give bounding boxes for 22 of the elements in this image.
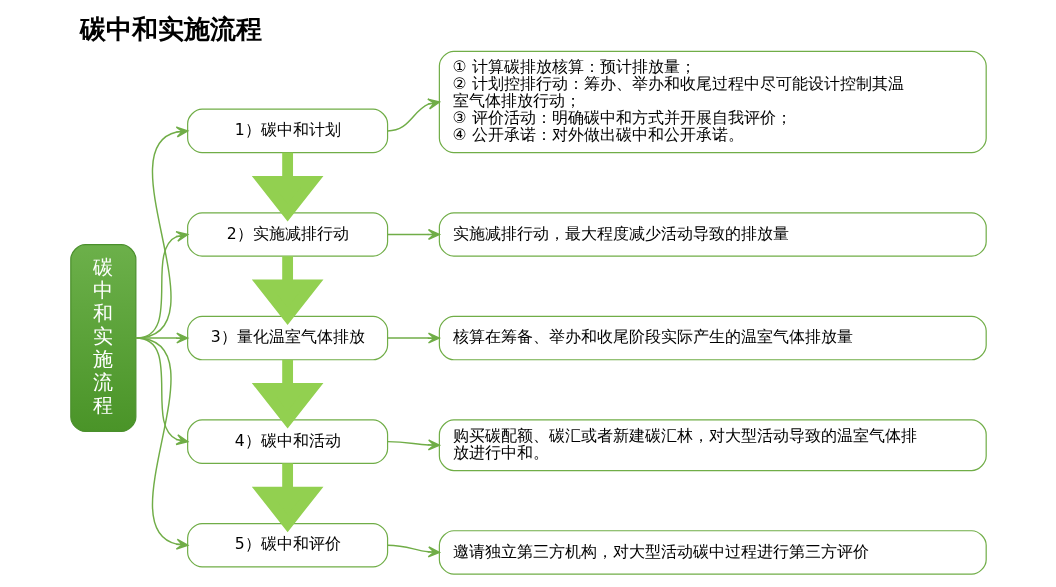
node-box: 3）量化温室气体排放: [186, 315, 388, 361]
arrow: [386, 332, 440, 344]
node-box: 碳中和实施流程: [69, 244, 136, 432]
arrow: [251, 359, 323, 429]
node-box: ① 计算碳排放核算：预计排放量； ② 计划控排行动：筹办、举办和收尾过程中尽可能设计控制其温室气体排放行动； ③ 评价活动：明确碳中和方式并开展自我评价； ④ 公开承诺：对外做出碳中和公开承诺。: [438, 50, 987, 154]
arrow: [386, 98, 440, 132]
node-box: 购买碳配额、碳汇或者新建碳汇林，对大型活动导致的温室气体排放进行中和。: [438, 419, 987, 472]
node-box: 实施减排行动，最大程度减少活动导致的排放量: [438, 212, 987, 257]
arrow: [251, 463, 323, 533]
arrow: [251, 152, 323, 222]
arrow: [134, 337, 188, 550]
diagram-title: 碳中和实施流程: [79, 12, 262, 44]
node-box: 5）碳中和评价: [186, 522, 388, 568]
node-box: 邀请独立第三方机构，对大型活动碳中过程进行第三方评价: [438, 530, 987, 575]
arrow: [386, 544, 440, 558]
node-box: 4）碳中和活动: [186, 419, 388, 464]
node-box: 核算在筹备、举办和收尾阶段实际产生的温室气体排放量: [438, 315, 987, 361]
arrow: [386, 439, 440, 451]
arrow: [386, 228, 440, 241]
arrow: [251, 256, 323, 325]
node-box: 1）碳中和计划: [186, 108, 388, 154]
node-box: 2）实施减排行动: [186, 212, 388, 257]
